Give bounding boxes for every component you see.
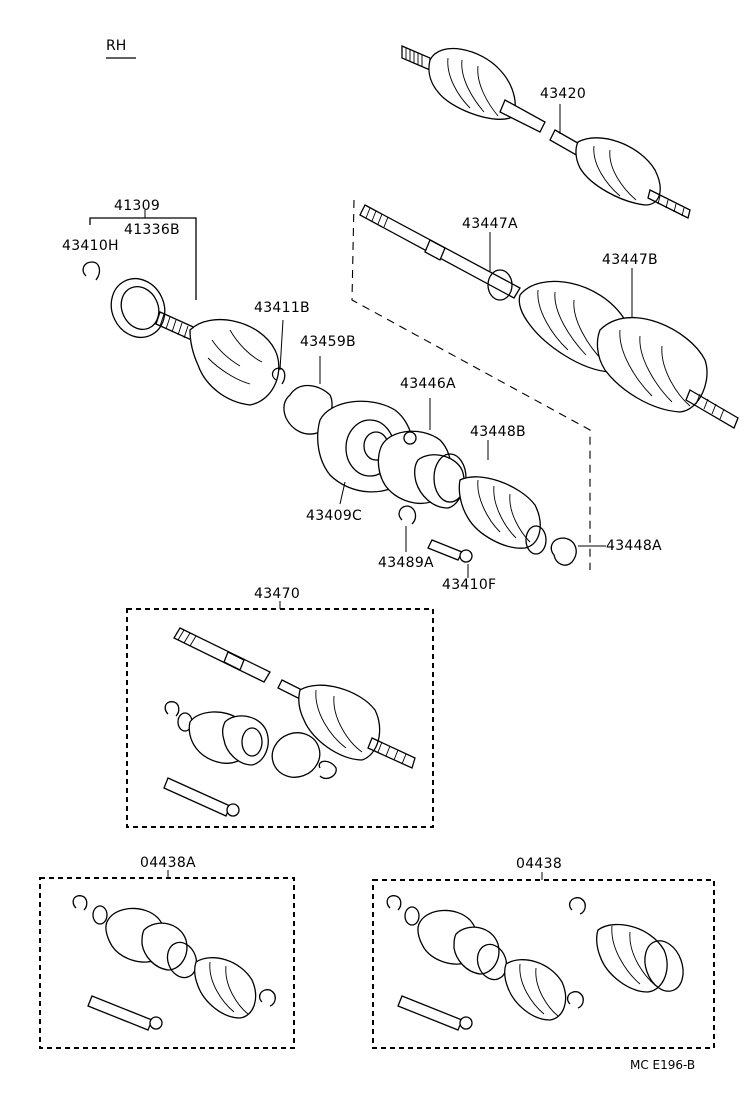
kit-43470-drawing <box>163 627 416 817</box>
inboard-joint-drawing <box>283 384 577 566</box>
kit-box-43470 <box>126 608 434 828</box>
part-label-43459b[interactable]: 43459B <box>300 334 356 350</box>
kit-box-04438a <box>39 877 295 1049</box>
part-label-43446a[interactable]: 43446A <box>400 376 456 392</box>
assembly-enclosure-dashed <box>351 199 591 570</box>
part-label-43411b[interactable]: 43411B <box>254 300 310 316</box>
side-tag: RH <box>106 38 127 54</box>
kit-04438a-drawing <box>72 895 276 1031</box>
part-label-43447b[interactable]: 43447B <box>602 252 658 268</box>
outboard-joint-drawing <box>82 210 286 406</box>
part-label-41309[interactable]: 41309 <box>114 198 161 214</box>
part-label-43420[interactable]: 43420 <box>540 86 587 102</box>
leader-lines <box>279 319 606 578</box>
part-label-43410f[interactable]: 43410F <box>442 577 497 593</box>
part-label-04438a[interactable]: 04438A <box>140 855 196 871</box>
kit-04438-drawing <box>386 895 684 1031</box>
kit-box-04438 <box>372 879 715 1049</box>
part-label-43448a[interactable]: 43448A <box>606 538 662 554</box>
long-shaft-drawing <box>359 204 739 429</box>
shaft-assembly-43420-drawing <box>401 45 691 219</box>
part-label-43489a[interactable]: 43489A <box>378 555 434 571</box>
diagram-reference-code: MC E196-B <box>630 1058 696 1072</box>
part-label-43447a[interactable]: 43447A <box>462 216 518 232</box>
part-label-43470[interactable]: 43470 <box>254 586 301 602</box>
part-label-41336b[interactable]: 41336B <box>124 222 180 238</box>
part-label-04438[interactable]: 04438 <box>516 856 563 872</box>
part-label-43409c[interactable]: 43409C <box>306 508 363 524</box>
part-label-43410h[interactable]: 43410H <box>62 238 119 254</box>
part-label-43448b[interactable]: 43448B <box>470 424 526 440</box>
